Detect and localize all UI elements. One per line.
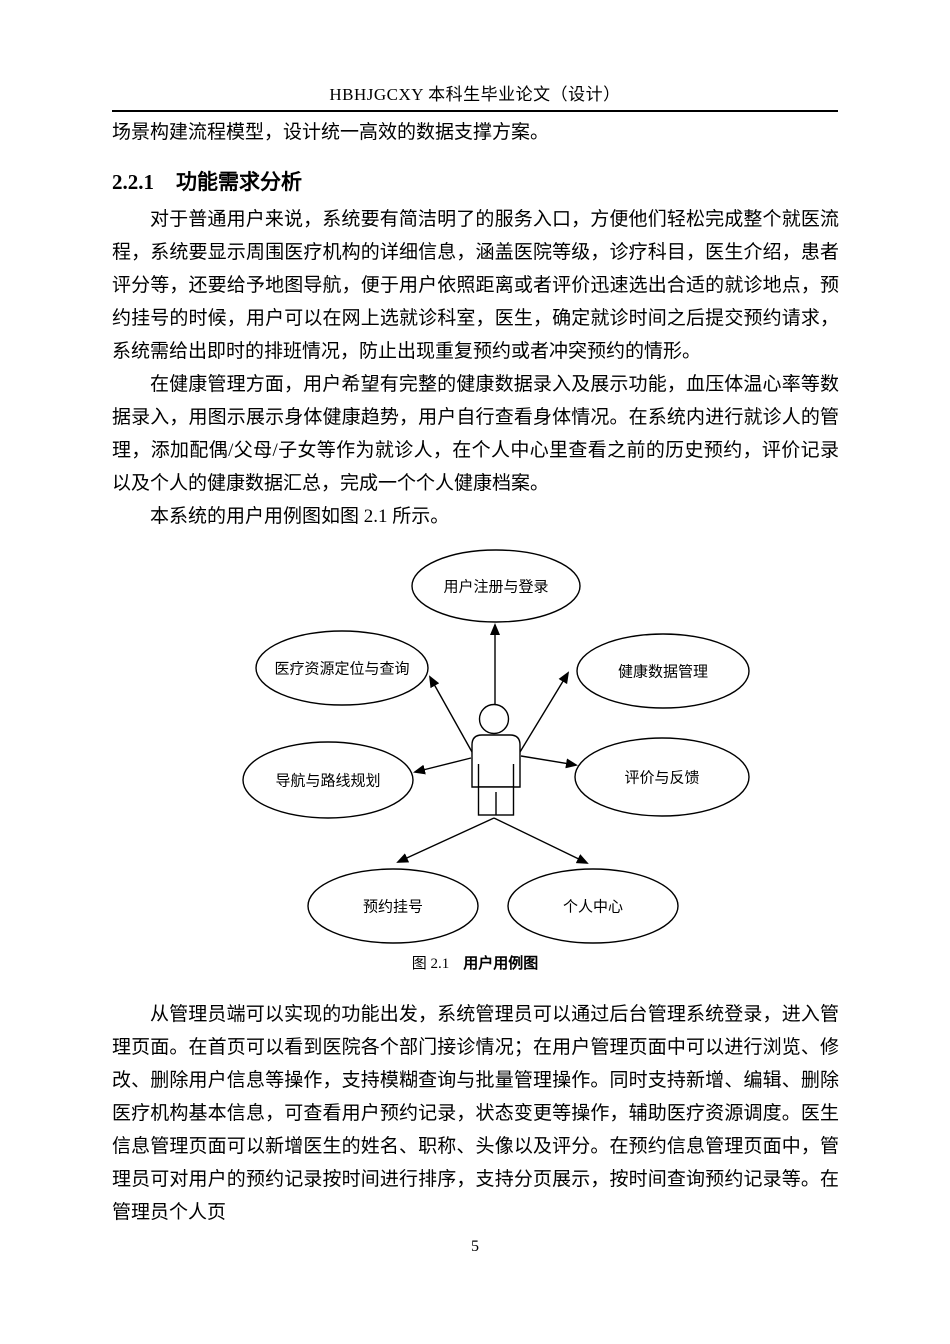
- section-title: 功能需求分析: [176, 171, 302, 194]
- association-arrow: [493, 817, 589, 864]
- use-case-label: 导航与路线规划: [275, 773, 380, 790]
- use-case-ellipse: [242, 741, 414, 819]
- header-title: HBHJGCXY 本科生毕业论文（设计）: [329, 85, 621, 104]
- use-case-label: 预约挂号: [363, 899, 423, 916]
- use-case-label: 个人中心: [563, 899, 623, 916]
- use-case-ellipse: [507, 868, 679, 944]
- use-case-node: 医疗资源定位与查询: [255, 630, 429, 706]
- use-case-node: 用户注册与登录: [411, 549, 581, 623]
- section-number: 2.2.1: [112, 170, 154, 194]
- page-number: 5: [471, 1238, 479, 1255]
- actor-figure: [471, 703, 521, 816]
- actor-torso: [471, 734, 521, 788]
- use-case-node: 健康数据管理: [576, 633, 750, 709]
- use-case-ellipse: [574, 737, 750, 817]
- figure-caption-label: 图 2.1: [411, 956, 450, 972]
- use-case-node: 评价与反馈: [574, 737, 750, 817]
- association-arrow: [429, 675, 473, 753]
- association-arrow: [520, 755, 578, 769]
- header-rule: [112, 110, 838, 112]
- association-arrow: [396, 817, 495, 863]
- association-arrow: [519, 671, 570, 753]
- use-case-label: 医疗资源定位与查询: [274, 661, 409, 678]
- paragraph-user-needs: 对于普通用户来说，系统要有简洁明了的服务入口，方便他们轻松完成整个就医流程，系统…: [112, 209, 839, 362]
- use-case-node: 个人中心: [507, 868, 679, 944]
- use-case-ellipse: [255, 630, 429, 706]
- actor-head: [478, 703, 510, 735]
- figure-caption-title: 用户用例图: [463, 955, 539, 972]
- figure-arrows: [396, 623, 589, 864]
- figure-caption: 图 2.1 用户用例图: [112, 952, 838, 976]
- use-case-ellipse: [411, 549, 581, 623]
- paragraph-health-management: 在健康管理方面，用户希望有完整的健康数据录入及展示功能，血压体温心率等数据录入，…: [112, 374, 839, 494]
- use-case-label: 评价与反馈: [624, 770, 699, 787]
- use-case-node: 导航与路线规划: [242, 741, 414, 819]
- use-case-label: 用户注册与登录: [443, 579, 548, 596]
- association-arrow: [413, 757, 472, 775]
- paragraph-admin-functions: 从管理员端可以实现的功能出发，系统管理员可以通过后台管理系统登录，进入管理页面。…: [112, 1004, 839, 1223]
- paragraph-continuation: 场景构建流程模型，设计统一高效的数据支撑方案。: [112, 122, 550, 143]
- use-case-ellipse: [576, 633, 750, 709]
- section-heading: 2.2.1 功能需求分析: [112, 168, 302, 197]
- use-case-ellipse: [307, 868, 479, 944]
- paragraph-figure-reference: 本系统的用户用例图如图 2.1 所示。: [150, 506, 450, 527]
- use-case-label: 健康数据管理: [618, 664, 708, 681]
- use-case-node: 预约挂号: [307, 868, 479, 944]
